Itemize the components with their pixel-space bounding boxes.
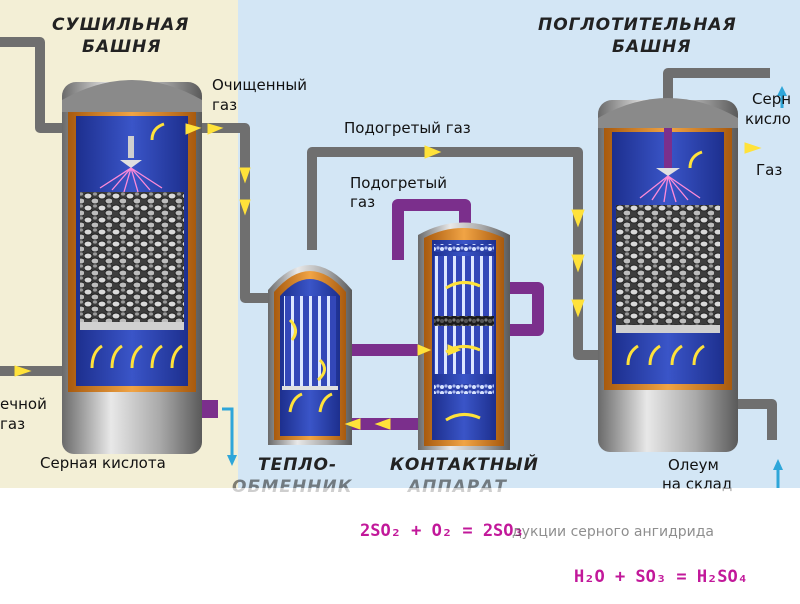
gas-right-label: Газ: [756, 161, 782, 179]
heat-exchanger-title-line1: ТЕПЛО-: [258, 455, 337, 475]
heated-gas-mid-label-line1: Подогретый: [350, 174, 447, 192]
equation-sulfuric-acid: H₂O + SO₃ = H₂SO₄: [574, 567, 748, 587]
heated-gas-top-label: Подогретый газ: [344, 119, 471, 137]
purified-gas-label-line1: Очищенный: [212, 76, 307, 94]
acid-flow-lines: [222, 86, 787, 488]
heat-exchanger: [268, 265, 352, 445]
absorption-tower-title-line2: БАШНЯ: [612, 37, 691, 57]
heated-gas-mid-label-line2: газ: [350, 193, 375, 211]
drying-tower-title-line1: СУШИЛЬНАЯ: [52, 15, 189, 35]
drying-tower-title-line2: БАШНЯ: [82, 37, 161, 57]
contact-apparatus-title-line1: КОНТАКТНЫЙ: [390, 453, 539, 475]
absorption-tower: [598, 98, 738, 452]
oleum-label-line1: Олеум: [668, 456, 719, 474]
flow-arrows: [14, 122, 762, 430]
equation-sulfur-trioxide: 2SO₂ + O₂ = 2SO₃: [360, 521, 524, 541]
sulfuric-acid-top-right-line1: Серн: [752, 90, 791, 108]
absorption-tower-title-line1: ПОГЛОТИТЕЛЬНАЯ: [538, 15, 737, 35]
furnace-gas-label-line1: ечной: [0, 395, 47, 413]
gray-pipes: [0, 37, 777, 440]
equation-suffix-text: дукции серного ангидрида: [512, 524, 714, 540]
purified-gas-label-line2: газ: [212, 96, 237, 114]
sulfuric-acid-top-right-line2: кисло: [745, 110, 791, 128]
lower-white-area: [0, 488, 800, 600]
drying-tower: [62, 80, 218, 454]
contact-apparatus: [418, 222, 510, 450]
sulfuric-acid-bottom-label: Серная кислота: [40, 454, 166, 472]
furnace-gas-label-line2: газ: [0, 415, 25, 433]
